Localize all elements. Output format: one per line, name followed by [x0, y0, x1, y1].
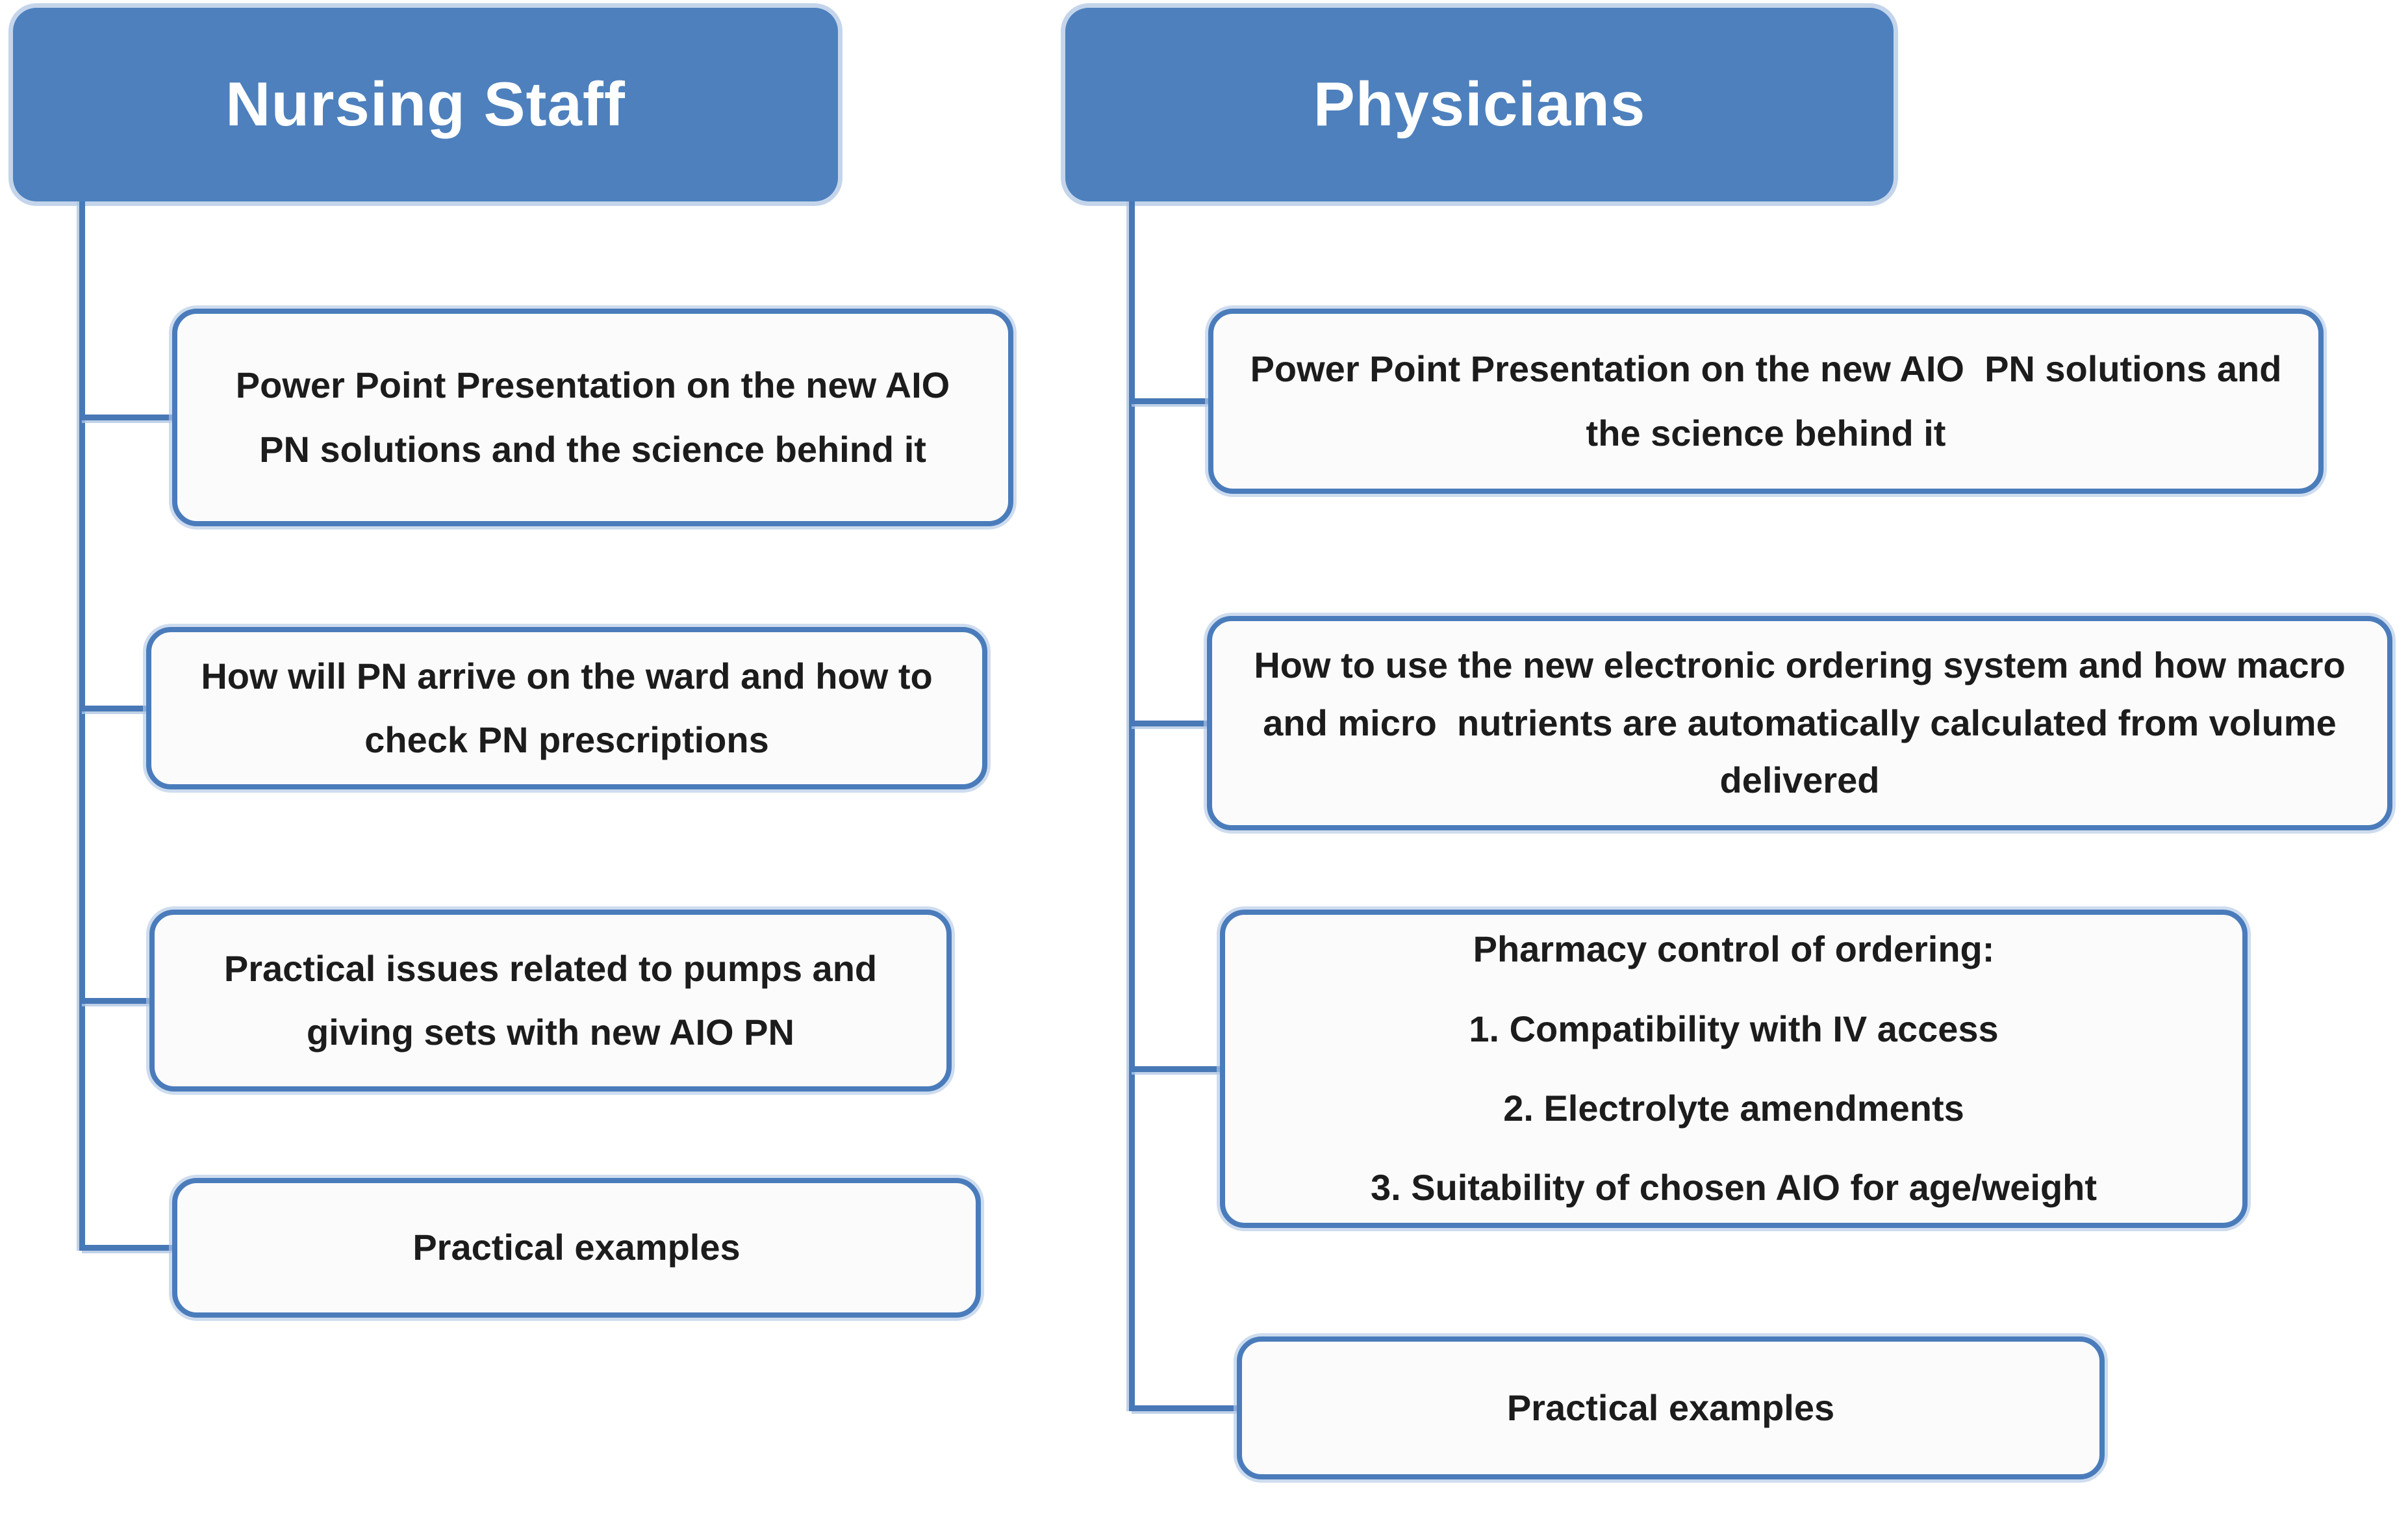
box-text-line: Power Point Presentation on the new AIO [235, 364, 950, 406]
physicians-connector-4 [1132, 1405, 1237, 1411]
physicians-box-practical-examples: Practical examples [1237, 1336, 2105, 1479]
box-text-line: delivered [1719, 760, 1880, 801]
box-text-line: PN solutions and the science behind it [259, 428, 926, 470]
box-text-line: How will PN arrive on the ward and how t… [201, 655, 933, 697]
physicians-header-label: Physicians [1313, 70, 1646, 139]
physicians-box-powerpoint: Power Point Presentation on the new AIO … [1208, 309, 2324, 494]
physicians-header: Physicians [1065, 8, 1894, 201]
box-text-line: and micro nutrients are automatically ca… [1263, 702, 2337, 743]
box-text-line: the science behind it [1586, 412, 1946, 454]
nursing-box-powerpoint: Power Point Presentation on the new AIO … [172, 309, 1013, 526]
nursing-box-pumps: Practical issues related to pumps and gi… [149, 910, 952, 1092]
box-text-line: 3. Suitability of chosen AIO for age/wei… [1370, 1167, 2097, 1208]
nursing-connector-4 [82, 1245, 173, 1251]
box-text-line: giving sets with new AIO PN [307, 1012, 794, 1053]
nursing-header: Nursing Staff [13, 8, 838, 201]
nursing-box-pn-arrival: How will PN arrive on the ward and how t… [146, 627, 987, 789]
nursing-connector-2 [82, 706, 146, 711]
physicians-connector-3 [1132, 1066, 1221, 1072]
physicians-connector-1 [1132, 398, 1209, 404]
nursing-connector-1 [82, 415, 172, 420]
nursing-box-practical-examples: Practical examples [172, 1178, 981, 1318]
nursing-header-label: Nursing Staff [225, 70, 626, 139]
box-text-line: Power Point Presentation on the new AIO … [1250, 348, 2282, 390]
box-text-line: Practical examples [1506, 1387, 1835, 1428]
box-text-line: 2. Electrolyte amendments [1503, 1088, 1964, 1129]
physicians-box-pharmacy-control: Pharmacy control of ordering: 1. Compati… [1220, 910, 2248, 1228]
nursing-connector-3 [82, 998, 149, 1004]
nursing-trunk-line [79, 201, 85, 1251]
box-text-line: How to use the new electronic ordering s… [1254, 645, 2346, 686]
physicians-box-ordering-system: How to use the new electronic ordering s… [1207, 616, 2392, 830]
box-text-line: Pharmacy control of ordering: [1473, 928, 1995, 970]
physicians-connector-2 [1132, 721, 1208, 726]
box-text-line: Practical examples [412, 1227, 741, 1268]
box-text-line: 1. Compatibility with IV access [1469, 1008, 1999, 1049]
physicians-trunk-line [1129, 201, 1135, 1411]
box-text-line: check PN prescriptions [364, 719, 769, 760]
box-text-line: Practical issues related to pumps and [223, 947, 878, 989]
